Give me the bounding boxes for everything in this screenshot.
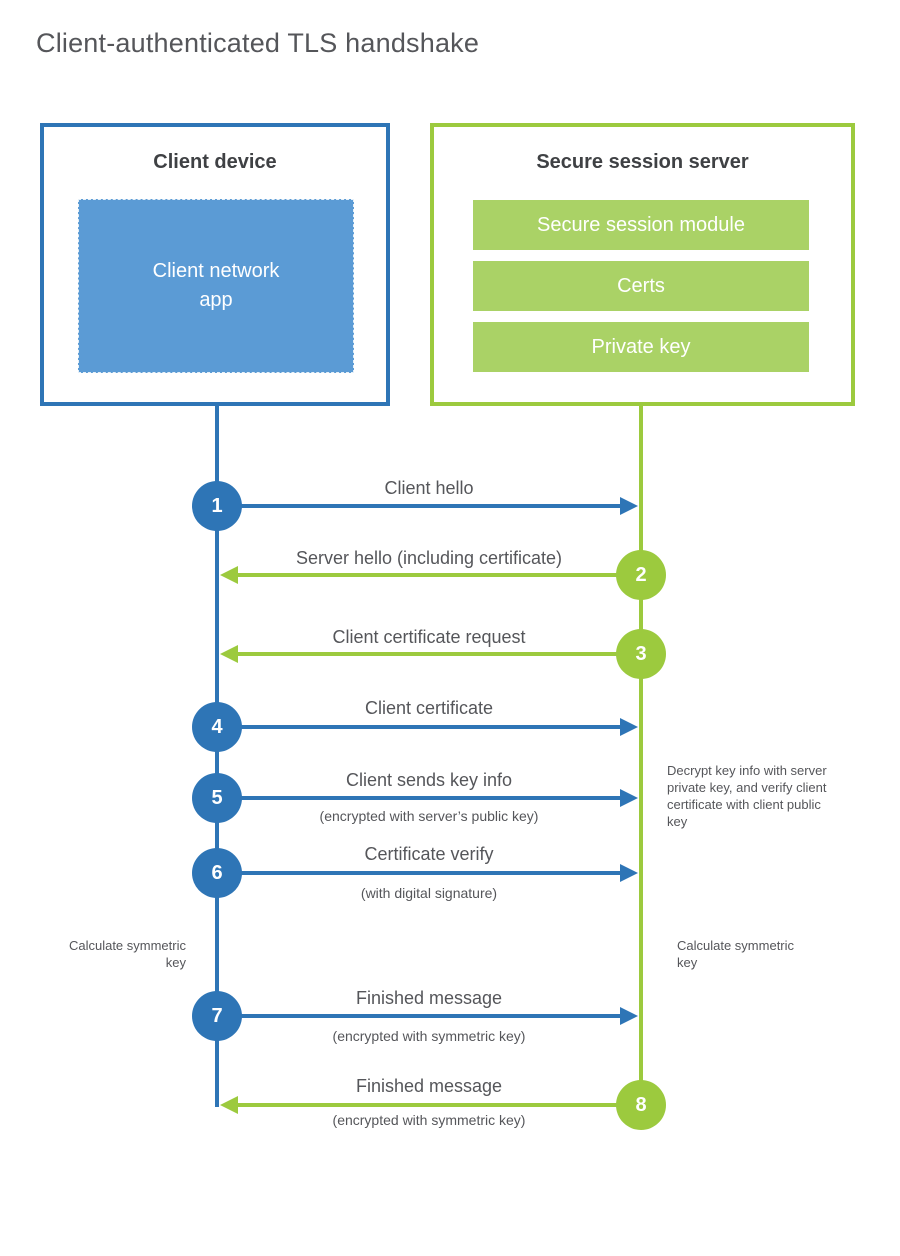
arrow-step-8: [238, 1103, 641, 1107]
arrow-step-5: [217, 796, 620, 800]
module-bar-private-key: Private key: [473, 322, 809, 372]
client-device-heading: Client device: [153, 151, 277, 173]
client-app-label-line2: app: [199, 289, 233, 311]
step-sublabel-5: (encrypted with server’s public key): [319, 808, 539, 824]
step-badge-2: 2: [616, 550, 666, 600]
step-badge-6: 6: [192, 848, 242, 898]
note-calculate-symmetric-key-client: Calculate symmetric key: [68, 938, 186, 970]
module-bar-secure-session-module: Secure session module: [473, 200, 809, 250]
client-app-label-line1: Client network: [152, 260, 280, 282]
note-decrypt-key-info: Decrypt key info with server private key…: [667, 763, 827, 829]
page-title: Client-authenticated TLS handshake: [36, 28, 480, 58]
step-badge-4: 4: [192, 702, 242, 752]
step-label-4: Client certificate: [364, 698, 494, 718]
arrow-step-6: [217, 871, 620, 875]
step-badge-8: 8: [616, 1080, 666, 1130]
step-label-6: Certificate verify: [364, 844, 494, 864]
module-bar-certs: Certs: [473, 261, 809, 311]
client-network-app-box: Client network app: [78, 199, 354, 373]
step-label-2: Server hello (including certificate): [295, 548, 563, 568]
arrow-step-1: [217, 504, 620, 508]
arrow-step-7: [217, 1014, 620, 1018]
arrow-step-2: [238, 573, 641, 577]
step-label-3: Client certificate request: [332, 627, 526, 647]
step-sublabel-8: (encrypted with symmetric key): [332, 1112, 526, 1128]
step-sublabel-6: (with digital signature): [360, 885, 498, 901]
step-label-1: Client hello: [384, 478, 474, 498]
note-calculate-symmetric-key-server: Calculate symmetric key: [677, 938, 795, 970]
server-lifeline: [639, 406, 643, 1105]
server-heading: Secure session server: [536, 151, 749, 173]
step-badge-1: 1: [192, 481, 242, 531]
arrow-step-3: [238, 652, 641, 656]
step-badge-3: 3: [616, 629, 666, 679]
step-badge-5: 5: [192, 773, 242, 823]
step-badge-7: 7: [192, 991, 242, 1041]
step-label-5: Client sends key info: [345, 770, 513, 790]
step-label-7: Finished message: [355, 988, 503, 1008]
client-lifeline: [215, 406, 219, 1107]
arrow-step-4: [217, 725, 620, 729]
step-sublabel-7: (encrypted with symmetric key): [332, 1028, 526, 1044]
step-label-8: Finished message: [355, 1076, 503, 1096]
